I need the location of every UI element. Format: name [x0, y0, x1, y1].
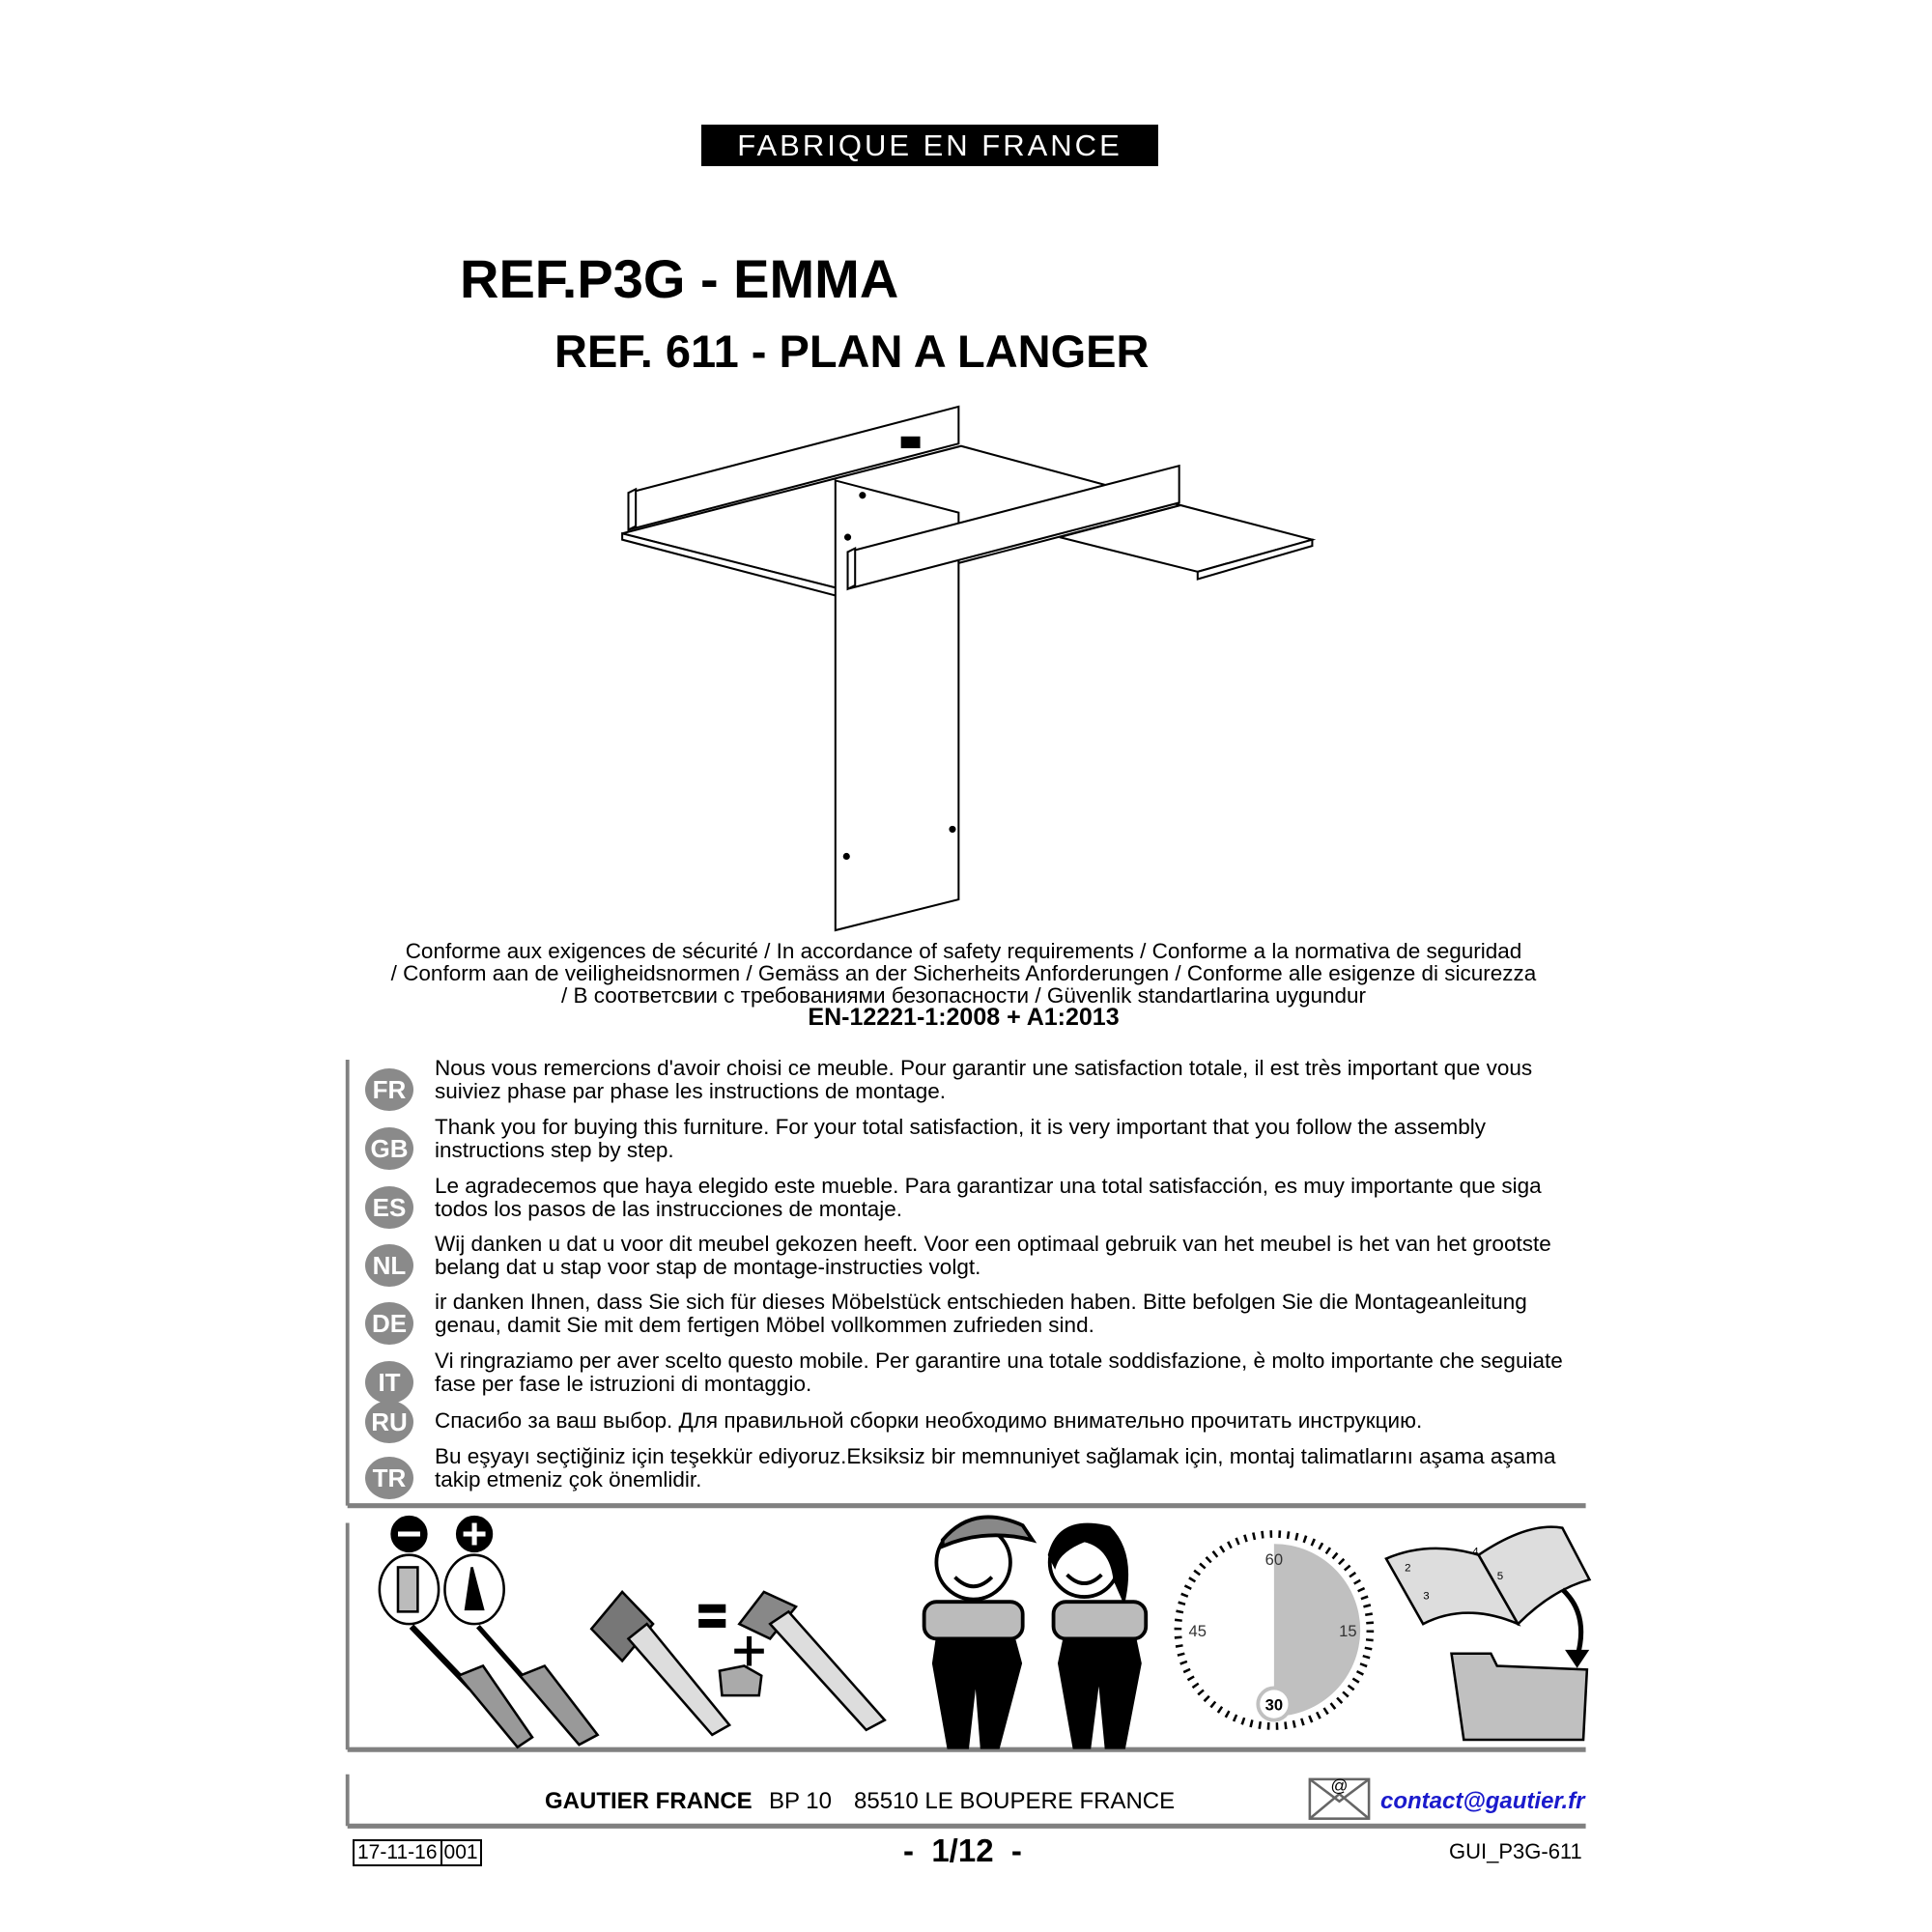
clock-label-45: 45 — [1189, 1622, 1207, 1640]
product-subtitle: REF. 611 - PLAN A LANGER — [554, 326, 1150, 377]
clock-30-minutes-icon: 60 15 45 30 — [1174, 1530, 1375, 1730]
page-number: - 1/12 - — [903, 1833, 1022, 1868]
book-page-3: 3 — [1423, 1591, 1429, 1603]
language-badge: GB — [365, 1127, 413, 1170]
compliance-line-2: / Conform aan de veiligheidsnormen / Gem… — [390, 961, 1537, 985]
compliance-line-1: Conforme aux exigences de sécurité / In … — [405, 939, 1522, 963]
email-envelope-icon: @ — [1308, 1776, 1371, 1820]
clock-label-15: 15 — [1339, 1622, 1356, 1640]
language-text: Спасибо за ваш выбор. Для правильной сбо… — [435, 1408, 1423, 1433]
language-text: Nous vous remercions d'avoir choisi ce m… — [435, 1056, 1533, 1103]
language-text: Vi ringraziamo per aver scelto questo mo… — [435, 1349, 1563, 1396]
contact-email-link[interactable]: contact@gautier.fr — [1380, 1788, 1585, 1814]
section-dividers — [345, 1059, 1586, 1829]
language-text: Bu eşyayı seçtiğiniz için teşekkür ediyo… — [435, 1444, 1556, 1492]
company-address: 85510 LE BOUPERE FRANCE — [854, 1788, 1176, 1814]
book-page-5: 5 — [1497, 1571, 1503, 1582]
two-people-icon — [922, 1515, 1149, 1749]
language-badge: ES — [365, 1186, 413, 1229]
revision-number: 001 — [443, 1841, 478, 1863]
document-code: GUI_P3G-611 — [1449, 1839, 1582, 1863]
compliance-line-3: / В соответсвии с требованиями безопасно… — [560, 983, 1367, 1008]
safety-norm: EN-12221-1:2008 + A1:2013 — [808, 1004, 1120, 1031]
language-badge: FR — [365, 1068, 413, 1111]
company-name: GAUTIER FRANCE — [545, 1788, 753, 1814]
screwdrivers-icon — [378, 1515, 600, 1749]
clock-label-60: 60 — [1265, 1550, 1283, 1569]
language-badge: RU — [365, 1401, 413, 1443]
language-text: Thank you for buying this furniture. For… — [435, 1115, 1486, 1162]
company-po-box: BP 10 — [769, 1788, 832, 1814]
book-page-4: 4 — [1472, 1547, 1479, 1558]
mallet-equals-hammer-icon — [589, 1590, 887, 1737]
revision-date: 17-11-16 — [355, 1841, 442, 1864]
language-text: Le agradecemos que haya elegido este mue… — [435, 1174, 1542, 1221]
revision-box: 17-11-16 001 — [353, 1839, 482, 1866]
language-text: ir danken Ihnen, dass Sie sich für diese… — [435, 1290, 1527, 1337]
language-badge: DE — [365, 1302, 413, 1345]
changing-table-drawing — [621, 405, 1317, 932]
language-badge: TR — [365, 1457, 413, 1499]
clock-label-30: 30 — [1265, 1695, 1283, 1714]
language-badge: IT — [365, 1361, 413, 1404]
book-page-2: 2 — [1405, 1562, 1410, 1574]
language-badge: NL — [365, 1244, 413, 1287]
made-in-france-banner: FABRIQUE EN FRANCE — [701, 125, 1158, 166]
product-title: REF.P3G - EMMA — [460, 248, 899, 309]
svg-text:@: @ — [1330, 1776, 1348, 1796]
keep-instructions-icon: 2 3 4 5 — [1384, 1525, 1592, 1742]
language-text: Wij danken u dat u voor dit meubel gekoz… — [435, 1232, 1551, 1279]
